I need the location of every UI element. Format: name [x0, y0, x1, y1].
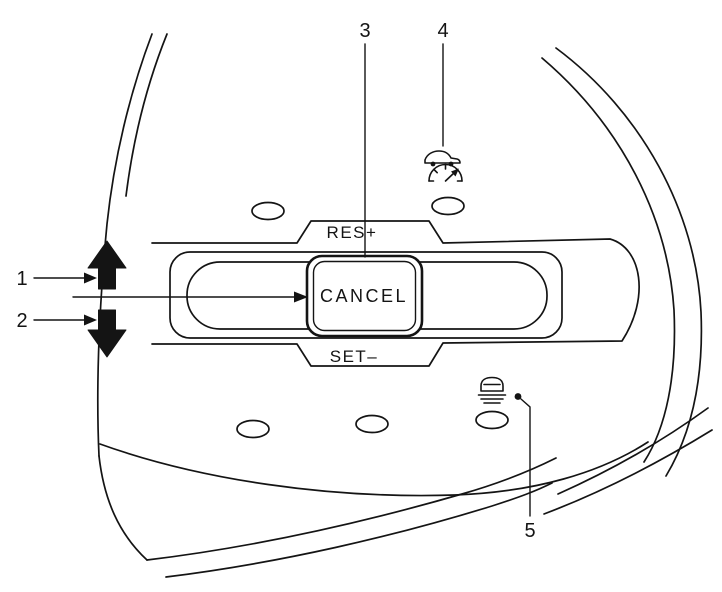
trim-seam-bottom-right-1: [557, 407, 709, 495]
trim-edge-bottom-lower: [165, 482, 553, 578]
cancel-button-label: CANCEL: [320, 286, 408, 306]
trim-edge-left: [97, 33, 153, 457]
trim-edge-bottom: [146, 457, 557, 561]
oval-detail: [475, 410, 509, 430]
callout-3-label: 3: [359, 20, 370, 42]
trim-edge-right-outer: [555, 47, 703, 477]
oval-detail: [355, 414, 389, 434]
cruise-icon-tick: [433, 168, 439, 174]
callout-2-label: 2: [16, 310, 27, 332]
trim-seam-bottom-right-2: [543, 429, 713, 515]
up-direction-arrow: [87, 240, 127, 290]
callout-5-dot: [514, 393, 522, 400]
callout-4-label: 4: [437, 20, 448, 42]
trim-seam-lower: [99, 441, 649, 497]
cruise-icon-wheel: [430, 161, 436, 167]
callout-5-line: [520, 398, 531, 517]
switch-panel-outline: [151, 220, 640, 367]
oval-detail: [236, 419, 270, 439]
callout-1-label: 1: [16, 268, 27, 290]
trim-corner-bottom-left: [98, 455, 148, 561]
cruise-icon-car: [424, 150, 461, 164]
cancel-button-inner: [312, 260, 417, 332]
set-minus-label: SET–: [330, 347, 379, 366]
speed-limiter-icon: [477, 376, 507, 404]
trim-edge-left-inner: [125, 33, 168, 197]
switch-recess: [169, 251, 563, 339]
limiter-icon-car: [480, 376, 504, 392]
cancel-press-arrowhead: [294, 291, 308, 303]
down-direction-arrow: [87, 309, 127, 358]
oval-detail: [251, 201, 285, 221]
res-plus-label: RES+: [327, 223, 378, 242]
cruise-icon-needle-arrowhead: [451, 168, 459, 177]
cruise-control-icon: [424, 150, 463, 182]
callout-2-arrowhead: [84, 314, 97, 326]
cancel-button: CANCEL: [305, 254, 424, 338]
callout-5-label: 5: [524, 520, 535, 542]
trim-edge-right-inner: [541, 57, 676, 463]
oval-detail: [431, 196, 465, 216]
callout-1-arrowhead: [84, 272, 97, 284]
